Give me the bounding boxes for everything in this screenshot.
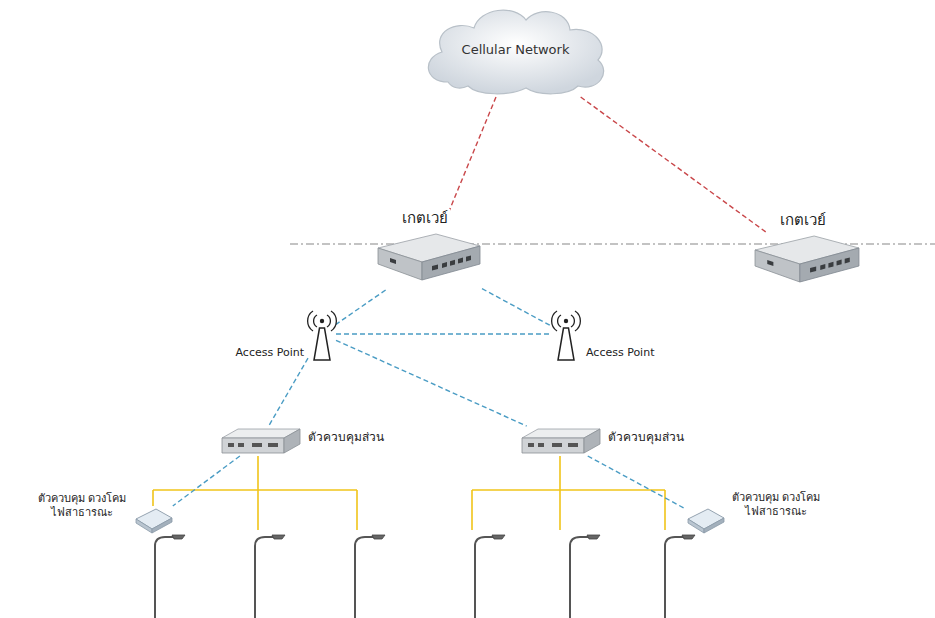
lamp-head xyxy=(492,535,505,539)
lamp-pole xyxy=(570,537,590,618)
lamp-head xyxy=(682,535,695,539)
lamp-controller-node: ตัวควบคุม ดวงโคมไฟสาธารณะ xyxy=(686,506,726,534)
device-label: ตัวควบคุม ดวงโคมไฟสาธารณะ xyxy=(726,491,826,519)
lamp-controller-box xyxy=(134,506,174,534)
device-label: เกตเวย์ xyxy=(400,209,450,228)
lamp-head xyxy=(587,535,600,539)
power-wires xyxy=(153,456,665,530)
lamp-head xyxy=(172,535,185,539)
device-label: ตัวควบคุมส่วน xyxy=(606,430,686,445)
wireless-link xyxy=(336,340,527,426)
lamp-head xyxy=(372,535,385,539)
controller-box xyxy=(518,426,602,456)
wireless-link xyxy=(336,333,552,334)
lamp-pole xyxy=(255,537,275,618)
antenna-icon xyxy=(552,306,580,362)
lamp-pole xyxy=(155,537,175,618)
cloud-node: Cellular Network xyxy=(418,2,613,97)
wireless-link xyxy=(588,456,686,509)
gateway-node: เกตเวย์ xyxy=(376,230,482,290)
gateway-device xyxy=(376,230,482,290)
street-lamps xyxy=(155,535,695,618)
wireless-link xyxy=(269,358,308,426)
access-point-node: Access Point xyxy=(552,306,580,362)
access-point-node: Access Point xyxy=(308,306,336,362)
lamp-controller-node: ตัวควบคุม ดวงโคมไฟสาธารณะ xyxy=(134,506,174,534)
segment-controller-node: ตัวควบคุมส่วน xyxy=(518,426,602,456)
device-label: เกตเวย์ xyxy=(778,211,828,230)
lamp-pole xyxy=(475,537,495,618)
lamp-controller-box xyxy=(686,506,726,534)
device-label: ตัวควบคุมส่วน xyxy=(306,430,386,445)
device-label: ตัวควบคุม ดวงโคมไฟสาธารณะ xyxy=(32,492,132,520)
gateway-device xyxy=(753,232,861,292)
device-label: Access Point xyxy=(584,346,656,360)
wireless-link xyxy=(336,290,386,324)
cloud-label: Cellular Network xyxy=(461,39,571,60)
wireless-link xyxy=(173,456,240,506)
device-label: Access Point xyxy=(234,346,306,360)
wireless-link xyxy=(482,289,552,327)
lamp-head xyxy=(272,535,285,539)
controller-box xyxy=(218,426,302,456)
gateway-node: เกตเวย์ xyxy=(753,232,861,292)
segment-controller-node: ตัวควบคุมส่วน xyxy=(218,426,302,456)
antenna-icon xyxy=(308,306,336,362)
lamp-pole xyxy=(665,537,685,618)
cellular-link xyxy=(581,97,766,232)
lamp-pole xyxy=(355,537,375,618)
